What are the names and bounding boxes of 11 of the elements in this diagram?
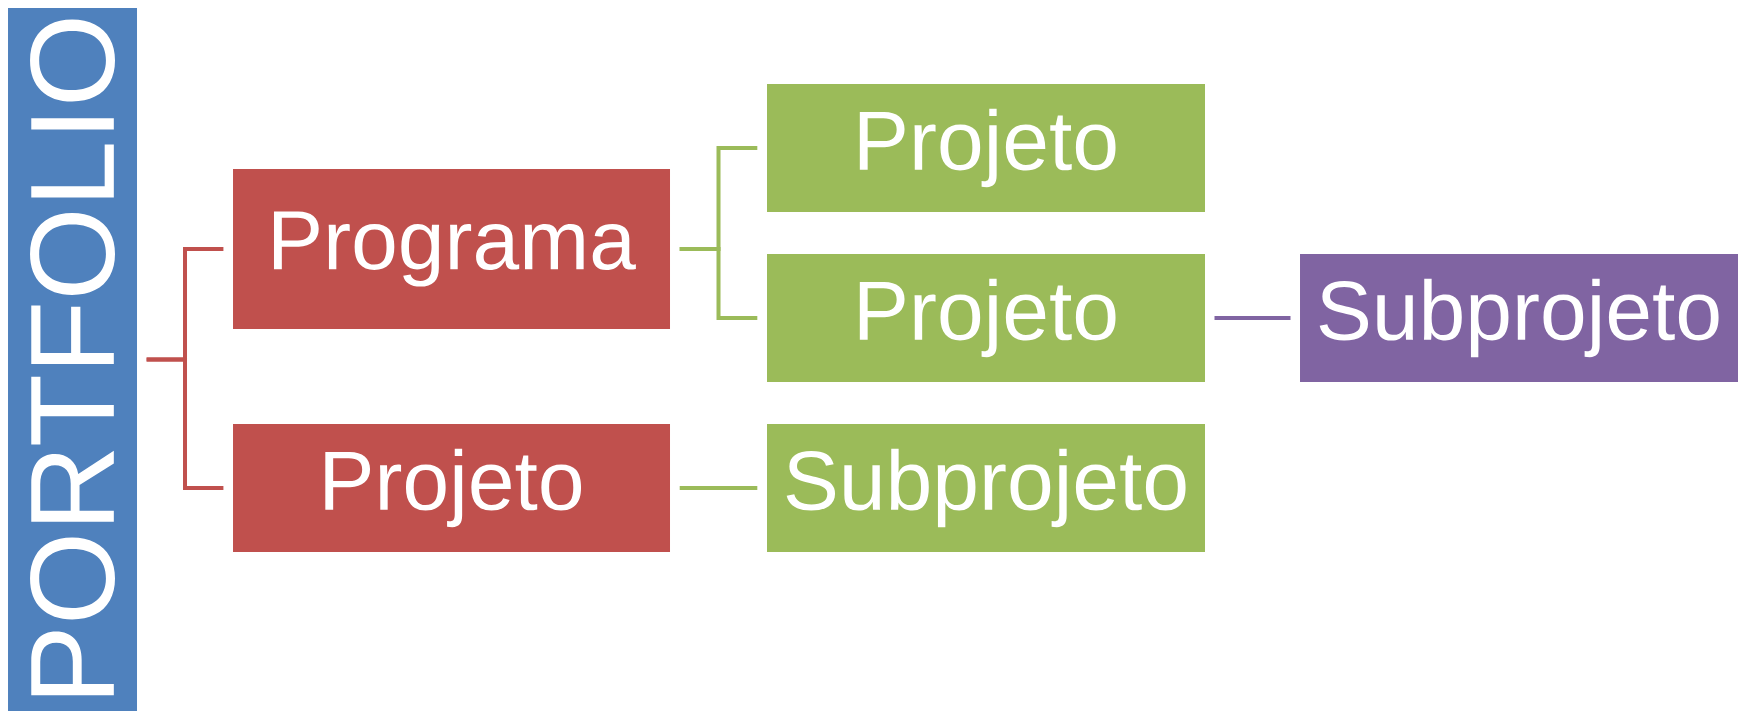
connector (1214, 316, 1291, 320)
connector (679, 486, 758, 490)
subproject-box: Subprojeto (1300, 254, 1738, 382)
project-box: Projeto (767, 84, 1205, 212)
title-band: PORTFOLIO (8, 8, 137, 711)
connector (146, 357, 224, 490)
connector (679, 247, 758, 320)
project-box: Projeto (233, 424, 670, 552)
project-box: Projeto (767, 254, 1205, 382)
program-box: Programa (233, 169, 670, 329)
subproject-box: Subprojeto (767, 424, 1205, 552)
